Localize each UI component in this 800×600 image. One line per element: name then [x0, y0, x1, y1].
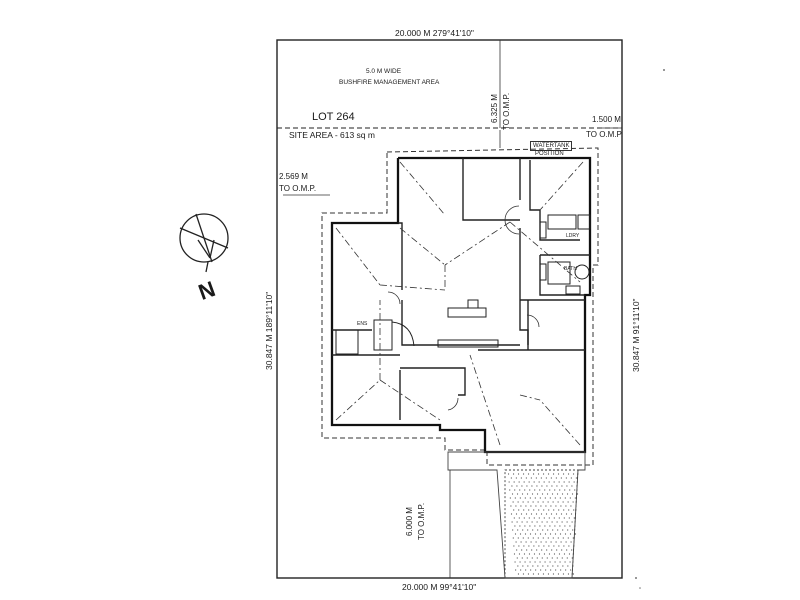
- fixtures: [335, 214, 591, 355]
- driveway: [447, 451, 586, 579]
- water-tank-label: WATERTANK: [530, 141, 573, 151]
- bottom-boundary-dimension: 20.000 M 99°41'10": [402, 582, 477, 592]
- driveway-hatch: [507, 473, 579, 575]
- bathroom-room-label: BATH: [564, 266, 577, 272]
- roof-outline: [321, 147, 599, 466]
- north-arrow-symbol: [179, 213, 229, 273]
- rear-setback-reference: TO O.M.P.: [502, 92, 511, 130]
- side-setback-left-reference: TO O.M.P.: [279, 184, 317, 193]
- water-tank-position-label: POSITION: [535, 151, 564, 157]
- roof-hips: [335, 161, 584, 446]
- right-boundary-dimension: 30.847 M 91°11'10": [631, 298, 641, 372]
- rear-setback-dimension: 6.325 M: [490, 94, 499, 123]
- lot-boundary: [276, 39, 623, 579]
- dimension-arrows: [283, 127, 622, 578]
- scan-speckles: [635, 69, 665, 589]
- side-setback-right-reference: TO O.M.P.: [586, 130, 624, 139]
- door-swings: [387, 205, 540, 411]
- lot-number-label: LOT 264: [312, 111, 355, 123]
- top-boundary-dimension: 20.000 M 279°41'10": [395, 28, 474, 38]
- laundry-room-label: LDRY: [566, 233, 580, 239]
- side-setback-left-dimension: 2.569 M: [279, 172, 308, 181]
- house-walls: [330, 156, 592, 454]
- front-setback-reference: TO O.M.P.: [417, 502, 426, 540]
- site-area-label: SITE AREA - 613 sq m: [289, 130, 375, 140]
- left-boundary-dimension: 30.847 M 189°11'10": [264, 291, 274, 370]
- front-setback-dimension: 6.000 M: [405, 507, 414, 536]
- ensuite-room-label: ENS: [357, 321, 368, 327]
- side-setback-right-dimension: 1.500 M: [592, 115, 621, 124]
- bushfire-area-label: BUSHFIRE MANAGEMENT AREA: [339, 79, 440, 86]
- bushfire-width-label: 5.0 M WIDE: [366, 68, 402, 75]
